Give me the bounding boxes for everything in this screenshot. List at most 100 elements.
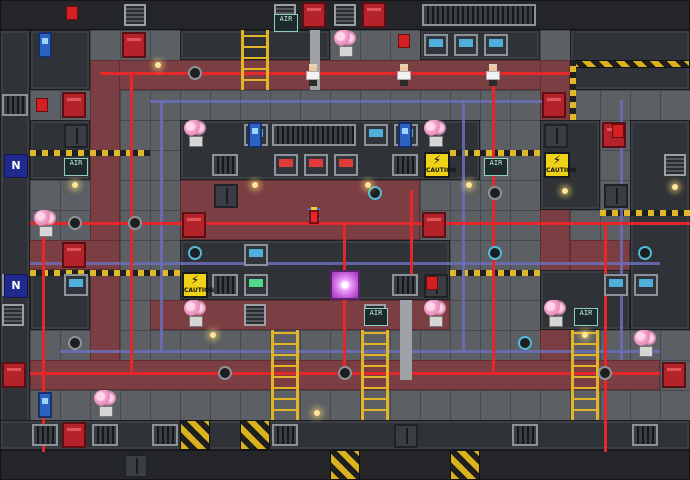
scrubber-icon[interactable] <box>188 246 202 260</box>
red-locker[interactable] <box>182 212 206 238</box>
computer-console[interactable] <box>604 274 628 296</box>
scrubber-icon[interactable] <box>68 336 82 350</box>
airlock-icon[interactable] <box>604 184 628 208</box>
airlock-icon[interactable] <box>124 454 148 478</box>
plant-pot <box>339 46 353 57</box>
fire-alarm-icon[interactable] <box>426 276 438 290</box>
plant-bloom <box>424 300 446 316</box>
red-locker[interactable] <box>62 92 86 118</box>
grey-pipe-v1 <box>310 30 320 90</box>
crew-member-icon[interactable] <box>485 64 501 86</box>
scrubber-icon[interactable] <box>128 216 142 230</box>
plant-pot <box>549 316 563 327</box>
ladder-south-3[interactable] <box>571 330 599 420</box>
window-grille-6 <box>32 424 58 446</box>
air-vent-icon[interactable] <box>124 4 146 26</box>
potted-plant-icon[interactable] <box>543 300 567 327</box>
player-character-icon[interactable]: ✕ <box>302 204 326 232</box>
red-locker[interactable] <box>542 92 566 118</box>
caution-sign-text: CAUTION <box>184 287 215 294</box>
crew-member-icon[interactable] <box>396 64 412 86</box>
fire-alarm-icon[interactable] <box>398 34 410 48</box>
hazard-strip-mid-e <box>450 150 540 156</box>
computer-console[interactable] <box>634 274 658 296</box>
ladder-south-1[interactable] <box>271 330 299 420</box>
computer-console[interactable] <box>454 34 478 56</box>
scrubber-icon[interactable] <box>638 246 652 260</box>
computer-console[interactable] <box>244 274 268 296</box>
scrubber-icon[interactable] <box>368 186 382 200</box>
window-grille-8 <box>152 424 178 446</box>
crew-body <box>397 71 411 80</box>
air-vent-icon[interactable] <box>2 304 24 326</box>
potted-plant-icon[interactable] <box>423 300 447 327</box>
scrubber-icon[interactable] <box>218 366 232 380</box>
scrubber-icon[interactable] <box>188 66 202 80</box>
ladder-south-2[interactable] <box>361 330 389 420</box>
hazard-strip-west <box>30 150 150 156</box>
airlock-icon[interactable] <box>394 424 418 448</box>
air-vent-icon[interactable] <box>664 154 686 176</box>
scrubber-icon[interactable] <box>338 366 352 380</box>
potted-plant-icon[interactable] <box>33 210 57 237</box>
scrubber-icon[interactable] <box>518 336 532 350</box>
red-pipe-v4 <box>42 222 45 452</box>
potted-plant-icon[interactable] <box>633 330 657 357</box>
wall-light <box>365 182 371 188</box>
computer-console[interactable] <box>304 154 328 176</box>
scrubber-icon[interactable] <box>488 246 502 260</box>
window-grille-4 <box>392 274 418 296</box>
red-pipe-v2 <box>343 225 346 375</box>
computer-console[interactable] <box>424 34 448 56</box>
wall-light <box>155 62 161 68</box>
fire-alarm-icon[interactable] <box>612 124 624 138</box>
red-locker[interactable] <box>62 242 86 268</box>
plant-pot <box>99 406 113 417</box>
plant-bloom <box>334 30 356 46</box>
crew-body <box>306 71 320 80</box>
vending-dispenser[interactable] <box>38 32 52 58</box>
computer-console[interactable] <box>244 244 268 266</box>
airlock-icon[interactable] <box>214 184 238 208</box>
potted-plant-icon[interactable] <box>183 120 207 147</box>
computer-console[interactable] <box>64 274 88 296</box>
ladder-north[interactable] <box>241 30 269 90</box>
crew-legs <box>489 80 497 86</box>
red-locker[interactable] <box>122 32 146 58</box>
computer-console[interactable] <box>334 154 358 176</box>
vending-dispenser[interactable] <box>38 392 52 418</box>
crew-member-icon[interactable] <box>305 64 321 86</box>
caution-sign-icon: ⚡CAUTION <box>182 272 214 298</box>
airlock-icon[interactable] <box>544 124 568 148</box>
crew-body <box>486 71 500 80</box>
blue-pipe-v1 <box>160 100 163 350</box>
window-grille-1 <box>212 154 238 176</box>
red-locker[interactable] <box>662 362 686 388</box>
fire-alarm-icon[interactable] <box>36 98 48 112</box>
scrubber-icon[interactable] <box>488 186 502 200</box>
air-vent-icon[interactable] <box>244 304 266 326</box>
red-locker[interactable] <box>2 362 26 388</box>
potted-plant-icon[interactable] <box>93 390 117 417</box>
airlock-icon[interactable] <box>64 124 88 148</box>
plant-bloom <box>544 300 566 316</box>
red-locker[interactable] <box>302 2 326 28</box>
teleporter-icon[interactable] <box>330 270 360 300</box>
red-pipe-v5 <box>410 190 413 280</box>
scrubber-icon[interactable] <box>68 216 82 230</box>
fire-alarm-icon[interactable] <box>66 6 78 20</box>
potted-plant-icon[interactable] <box>423 120 447 147</box>
scrubber-icon[interactable] <box>598 366 612 380</box>
red-locker[interactable] <box>422 212 446 238</box>
potted-plant-icon[interactable] <box>333 30 357 57</box>
vending-dispenser[interactable] <box>248 122 262 148</box>
computer-console[interactable] <box>364 124 388 146</box>
computer-console[interactable] <box>484 34 508 56</box>
red-locker[interactable] <box>62 422 86 448</box>
potted-plant-icon[interactable] <box>183 300 207 327</box>
air-vent-icon[interactable] <box>334 4 356 26</box>
vending-dispenser[interactable] <box>398 122 412 148</box>
computer-console[interactable] <box>274 154 298 176</box>
red-locker[interactable] <box>362 2 386 28</box>
